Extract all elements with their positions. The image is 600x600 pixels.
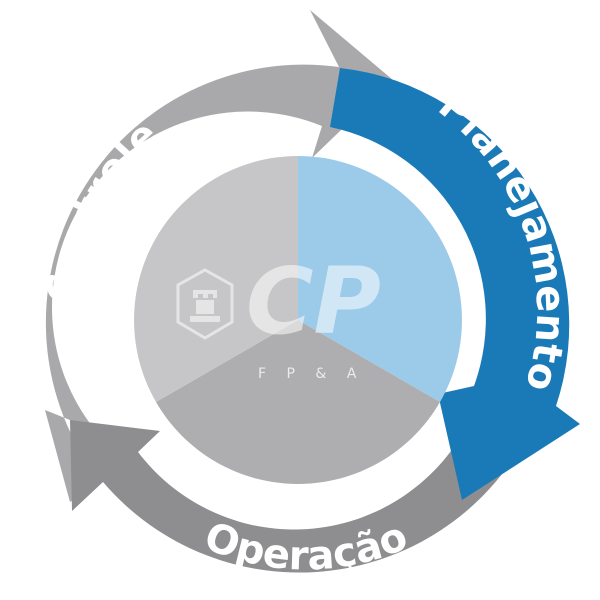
label-operacao-path: Operação — [198, 513, 414, 580]
logo-subtitle: F P & A — [258, 366, 364, 382]
label-operacao: Operação — [198, 513, 414, 580]
arrow-controle — [45, 10, 393, 502]
sector-top-right — [298, 156, 462, 402]
center-pie — [134, 156, 462, 484]
sector-bottom — [156, 320, 440, 484]
arrow-planejamento — [330, 68, 580, 500]
logo-watermark: CP F P & A — [176, 248, 381, 382]
sector-top-left — [134, 156, 298, 402]
arrow-operacao — [70, 420, 530, 573]
rook-chess-icon — [176, 268, 234, 340]
logo-text: CP — [246, 248, 381, 355]
